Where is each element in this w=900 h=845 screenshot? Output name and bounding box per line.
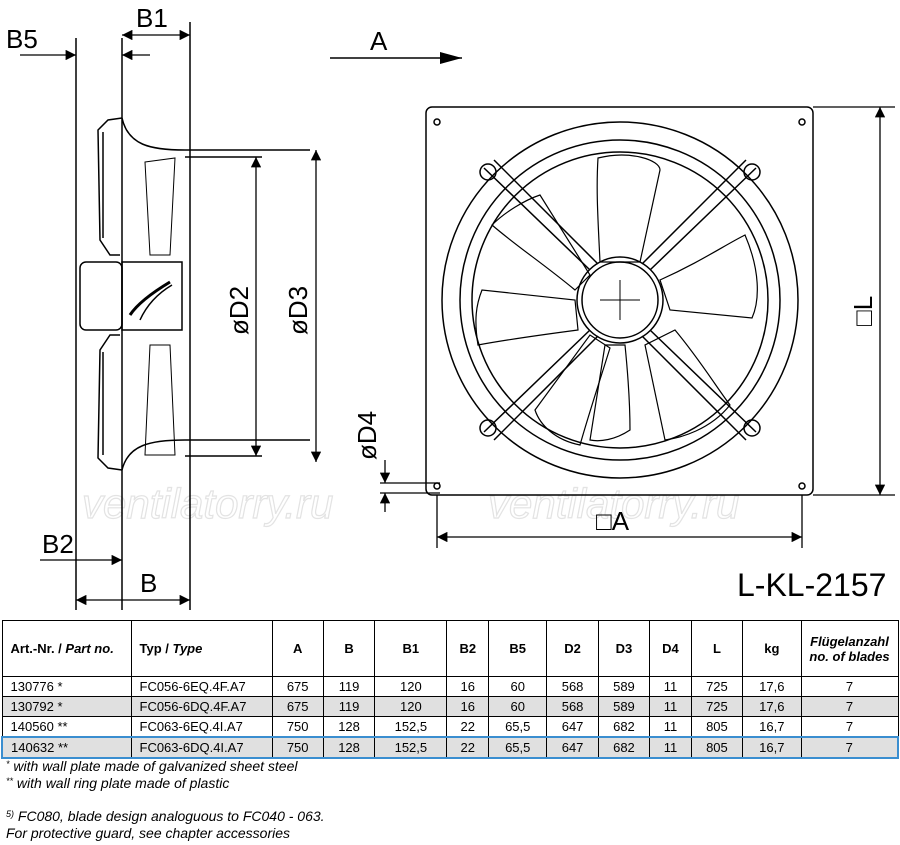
cell-b2: 22 (446, 736, 490, 759)
cell-type: FC056-6EQ.4F.A7 (130, 676, 273, 697)
cell-b: 128 (322, 716, 376, 738)
cell-d3: 589 (597, 696, 651, 717)
cell-art: 140632 ** (1, 736, 132, 759)
cell-a: 675 (271, 676, 324, 697)
label-airflow-a: A (370, 26, 388, 56)
label-b2: B2 (42, 529, 74, 559)
col-art: Art.-Nr. / Part no. (1, 620, 132, 677)
model-code: L-KL-2157 (737, 567, 886, 603)
label-b5: B5 (6, 24, 38, 54)
footnote-4: For protective guard, see chapter access… (6, 825, 291, 841)
table-header-row: Art.-Nr. / Part no. Typ / Type A B B1 B2… (1, 620, 899, 677)
cell-d3: 682 (597, 736, 651, 759)
col-d2: D2 (546, 620, 599, 677)
col-type: Typ / Type (130, 620, 273, 677)
label-b1: B1 (136, 3, 168, 33)
col-kg: kg (742, 620, 802, 677)
cell-b5: 65,5 (488, 716, 548, 738)
airflow-arrow: A (330, 26, 462, 64)
label-d2: øD2 (224, 286, 254, 335)
side-dimensions (20, 29, 322, 606)
cell-l: 725 (690, 676, 744, 697)
d4-dimension (379, 460, 440, 512)
cell-b2: 16 (446, 676, 490, 697)
cell-kg: 16,7 (742, 716, 802, 738)
col-l: L (690, 620, 744, 677)
label-l: □L (848, 296, 878, 326)
col-b2: B2 (446, 620, 490, 677)
cell-d4: 11 (649, 716, 692, 738)
spec-table: Art.-Nr. / Part no. Typ / Type A B B1 B2… (1, 620, 899, 759)
cell-a: 675 (271, 696, 324, 717)
col-d4: D4 (649, 620, 692, 677)
col-b5: B5 (488, 620, 548, 677)
cell-l: 725 (690, 696, 744, 717)
cell-b1: 120 (374, 696, 448, 717)
cell-type: FC056-6DQ.4F.A7 (130, 696, 273, 717)
cell-b: 128 (322, 736, 376, 759)
cell-b1: 152,5 (374, 716, 448, 738)
cell-kg: 16,7 (742, 736, 802, 759)
cell-b: 119 (322, 676, 376, 697)
cell-art: 140560 ** (1, 716, 132, 738)
col-b: B (322, 620, 376, 677)
label-a-bottom: □A (596, 506, 630, 536)
cell-kg: 17,6 (742, 696, 802, 717)
cell-type: FC063-6DQ.4I.A7 (130, 736, 273, 759)
cell-d2: 568 (546, 676, 599, 697)
front-dimensions (436, 106, 895, 548)
cell-d2: 568 (546, 696, 599, 717)
cell-blades: 7 (800, 716, 899, 738)
front-view (425, 106, 814, 496)
footnote-3: 5) FC080, blade design analoguous to FC0… (6, 808, 325, 824)
footnotes-general: 5) FC080, blade design analoguous to FC0… (6, 808, 325, 842)
label-b: B (140, 568, 157, 598)
footnote-2: ** with wall ring plate made of plastic (6, 775, 230, 791)
col-d3: D3 (597, 620, 651, 677)
col-b1: B1 (374, 620, 448, 677)
cell-l: 805 (690, 716, 744, 738)
footnote-1: * with wall plate made of galvanized she… (6, 758, 298, 774)
cell-d3: 682 (597, 716, 651, 738)
cell-art: 130792 * (1, 696, 132, 717)
cell-b5: 65,5 (488, 736, 548, 759)
cell-d4: 11 (649, 676, 692, 697)
cell-d2: 647 (546, 736, 599, 759)
cell-blades: 7 (800, 736, 899, 759)
cell-d2: 647 (546, 716, 599, 738)
cell-b5: 60 (488, 696, 548, 717)
cell-b1: 120 (374, 676, 448, 697)
cell-blades: 7 (800, 676, 899, 697)
cell-b1: 152,5 (374, 736, 448, 759)
cell-d4: 11 (649, 736, 692, 759)
cell-d4: 11 (649, 696, 692, 717)
label-d4: øD4 (352, 411, 382, 460)
cell-b2: 22 (446, 716, 490, 738)
watermark-right: ventilatorry.ru (488, 480, 739, 527)
cell-type: FC063-6EQ.4I.A7 (130, 716, 273, 738)
technical-drawing: ventilatorry.ru ventilatorry.ru (6, 3, 895, 610)
cell-b2: 16 (446, 696, 490, 717)
side-view (75, 22, 310, 610)
col-a: A (271, 620, 324, 677)
cell-d3: 589 (597, 676, 651, 697)
cell-blades: 7 (800, 696, 899, 717)
cell-art: 130776 * (1, 676, 132, 697)
footnotes-markers: * with wall plate made of galvanized she… (6, 758, 297, 792)
cell-a: 750 (271, 716, 324, 738)
cell-kg: 17,6 (742, 676, 802, 697)
cell-l: 805 (690, 736, 744, 759)
watermark-left: ventilatorry.ru (82, 480, 333, 527)
cell-a: 750 (271, 736, 324, 759)
cell-b: 119 (322, 696, 376, 717)
cell-b5: 60 (488, 676, 548, 697)
label-d3: øD3 (283, 286, 313, 335)
